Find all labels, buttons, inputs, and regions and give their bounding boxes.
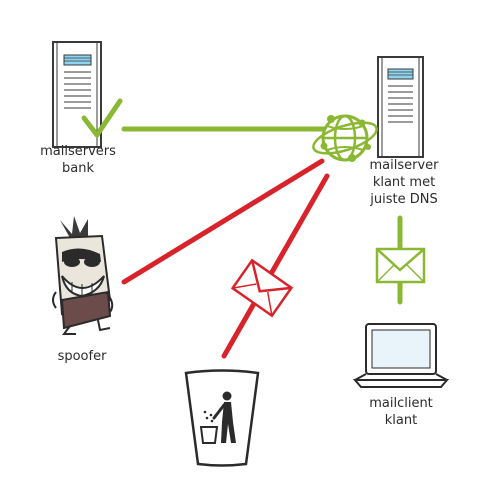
internet-to-trash-link bbox=[221, 173, 330, 359]
globe-network-icon bbox=[312, 114, 378, 162]
envelope-icon bbox=[230, 258, 294, 318]
envelope-icon bbox=[375, 247, 426, 284]
bank-servers-label: mailservers bank bbox=[40, 144, 116, 176]
client-server-label: mailserver klant met juiste DNS bbox=[369, 158, 439, 207]
laptop-icon bbox=[352, 323, 450, 388]
trash-bin-icon bbox=[184, 369, 260, 467]
checkmark-icon bbox=[81, 98, 123, 138]
server-rack-icon bbox=[52, 41, 102, 148]
laptop-label: mailclient klant bbox=[369, 396, 433, 428]
server-rack-icon bbox=[377, 56, 424, 158]
spoofer-label: spoofer bbox=[57, 349, 107, 364]
spoofer-character-icon bbox=[52, 216, 114, 335]
spoofer-to-internet-link bbox=[121, 158, 325, 285]
